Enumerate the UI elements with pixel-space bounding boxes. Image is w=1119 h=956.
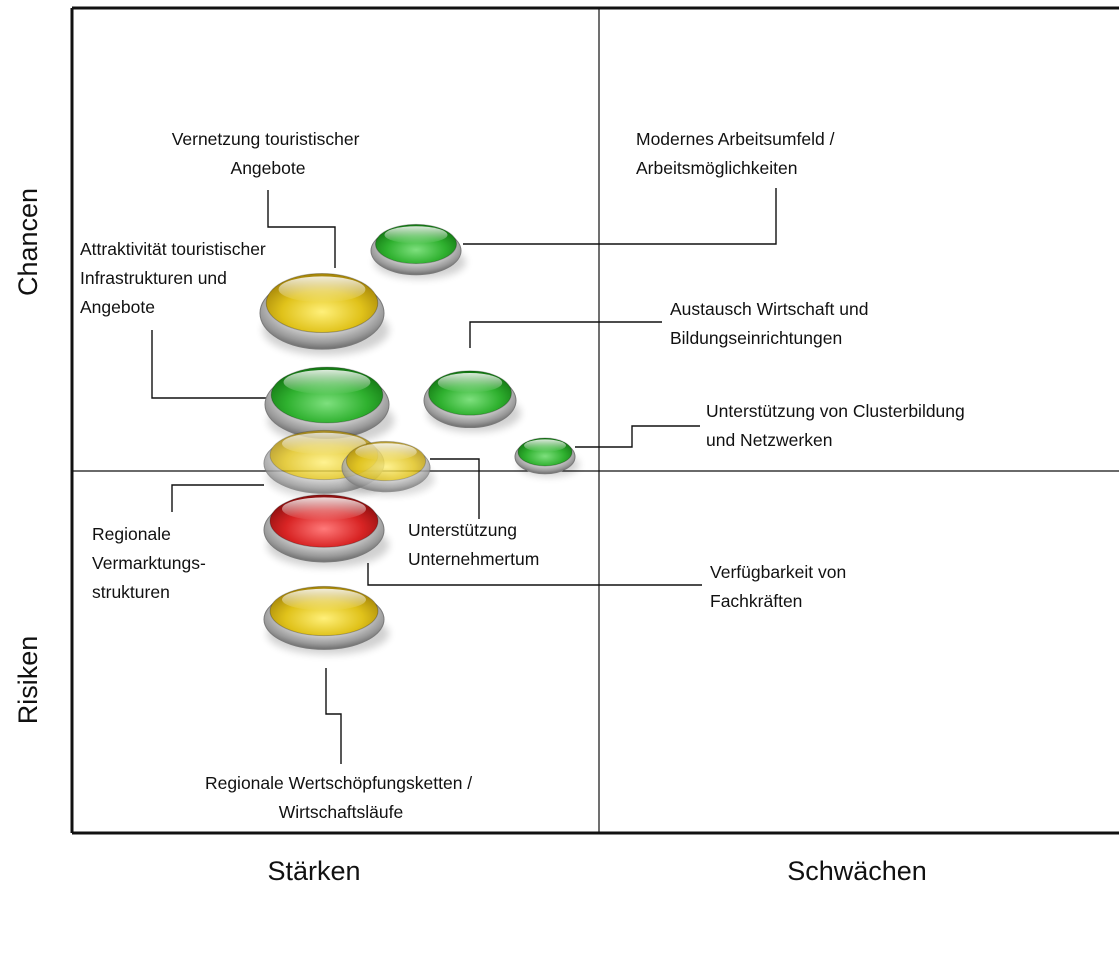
label-attraktivitaet: Attraktivität touristischer Infrastruktu… <box>80 239 271 317</box>
bubble-cluster <box>514 437 580 477</box>
label-fachkraefte-line-1: Verfügbarkeit von <box>710 562 846 582</box>
bubble-gloss <box>282 588 366 611</box>
label-cluster-line-2: und Netzwerken <box>706 430 832 450</box>
leader-vernetzung <box>267 190 336 268</box>
bubble-gloss <box>283 369 371 395</box>
item-labels: Vernetzung touristischer Angebote Modern… <box>80 129 970 822</box>
label-unternehmertum-line-2: Unternehmertum <box>408 549 539 569</box>
quadrant-grid <box>70 6 1119 835</box>
bubble-gloss <box>437 373 503 393</box>
label-vermarktung-line-1: Regionale <box>92 524 171 544</box>
label-attraktivitaet-line-3: Angebote <box>80 297 155 317</box>
axis-label-risiken: Risiken <box>13 636 43 725</box>
bubble-austausch <box>423 370 521 433</box>
label-austausch: Austausch Wirtschaft und Bildungseinrich… <box>670 299 873 348</box>
label-fachkraefte-line-2: Fachkräften <box>710 591 802 611</box>
label-fachkraefte: Verfügbarkeit von Fachkräften <box>710 562 851 611</box>
label-arbeitsumfeld-line-1: Modernes Arbeitsumfeld / <box>636 129 835 149</box>
leader-arbeitsumfeld <box>463 188 777 245</box>
leader-austausch <box>469 321 662 348</box>
label-austausch-line-2: Bildungseinrichtungen <box>670 328 842 348</box>
label-wertschoepfung-line-2: Wirtschaftsläufe <box>279 802 403 822</box>
label-vernetzung: Vernetzung touristischer Angebote <box>172 129 365 178</box>
bubble-wertschoepfung <box>263 585 390 655</box>
axis-label-staerken: Stärken <box>267 856 360 886</box>
label-arbeitsumfeld-line-2: Arbeitsmöglichkeiten <box>636 158 797 178</box>
label-attraktivitaet-line-1: Attraktivität touristischer <box>80 239 266 259</box>
leader-cluster <box>575 425 700 448</box>
leader-vermarktung <box>171 484 264 512</box>
leader-lines <box>151 188 777 764</box>
axis-label-schwaechen: Schwächen <box>787 856 927 886</box>
label-vermarktung-line-2: Vermarktungs- <box>92 553 206 573</box>
label-vermarktung-line-3: strukturen <box>92 582 170 602</box>
label-vernetzung-line-2: Angebote <box>231 158 306 178</box>
label-austausch-line-1: Austausch Wirtschaft und <box>670 299 868 319</box>
bubble-fachkraefte <box>263 494 390 568</box>
leader-wertschoepfung <box>325 668 342 764</box>
label-wertschoepfung: Regionale Wertschöpfungsketten / Wirtsch… <box>205 773 477 822</box>
label-arbeitsumfeld: Modernes Arbeitsumfeld / Arbeitsmöglichk… <box>636 129 839 178</box>
leader-attraktivitaet <box>151 330 267 399</box>
label-cluster: Unterstützung von Clusterbildung und Net… <box>706 401 970 450</box>
bubble-gloss <box>524 439 566 452</box>
label-cluster-line-1: Unterstützung von Clusterbildung <box>706 401 965 421</box>
label-attraktivitaet-line-2: Infrastrukturen und <box>80 268 227 288</box>
bubble-arbeitsumfeld <box>370 223 466 279</box>
leader-unternehmertum <box>430 458 480 519</box>
leader-fachkraefte <box>367 563 702 586</box>
label-unternehmertum-line-1: Unterstützung <box>408 520 517 540</box>
label-vernetzung-line-1: Vernetzung touristischer <box>172 129 360 149</box>
bubble-vernetzung <box>259 272 390 356</box>
bubble-gloss <box>282 497 366 521</box>
bubble-gloss <box>282 432 366 455</box>
bubble-layer <box>259 223 580 655</box>
bubble-attraktivitaet <box>264 366 395 445</box>
bubble-gloss <box>278 276 366 303</box>
bubble-unternehmertum <box>341 440 435 496</box>
label-vermarktung: Regionale Vermarktungs- strukturen <box>92 524 211 602</box>
label-wertschoepfung-line-1: Regionale Wertschöpfungsketten / <box>205 773 472 793</box>
bubble-gloss <box>355 443 417 461</box>
axis-label-chancen: Chancen <box>13 188 43 296</box>
bubble-gloss <box>384 226 448 244</box>
label-unternehmertum: Unterstützung Unternehmertum <box>408 520 539 569</box>
